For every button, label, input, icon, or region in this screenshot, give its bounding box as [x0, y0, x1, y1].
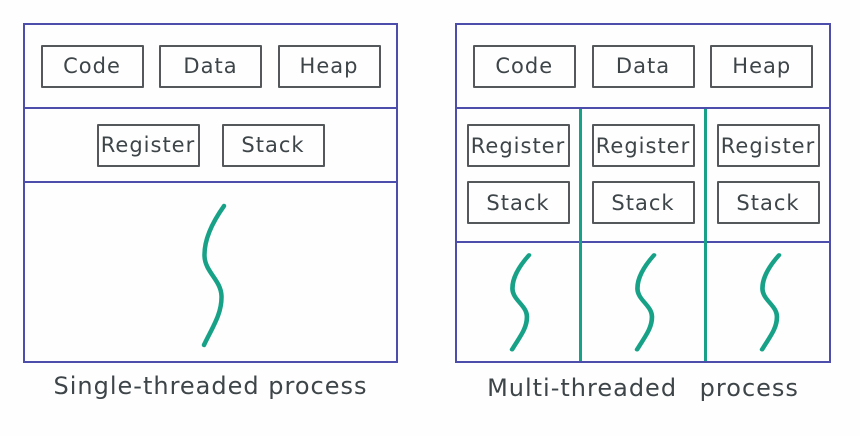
- multi-threaded-caption: Multi-threaded process: [487, 374, 799, 402]
- heap-box: Heap: [710, 44, 814, 88]
- thread-squiggle-icon: [201, 203, 226, 348]
- code-label: Code: [63, 54, 121, 78]
- thread-area: [707, 243, 829, 361]
- thread-column-2: Register Stack: [579, 109, 704, 361]
- data-label: Data: [615, 54, 671, 78]
- heap-label: Heap: [299, 54, 359, 78]
- thread-area: [582, 243, 704, 361]
- thread-area: [457, 243, 579, 361]
- thread-registers-area: Register Stack: [707, 109, 829, 243]
- single-threaded-caption: Single-threaded process: [53, 372, 368, 400]
- thread-squiggle-icon: [509, 253, 532, 352]
- register-stack-row: Register Stack: [25, 109, 396, 183]
- data-box: Data: [591, 44, 695, 88]
- register-box: Register: [96, 123, 200, 167]
- code-label: Code: [495, 54, 554, 78]
- stack-box: Stack: [466, 181, 570, 224]
- stack-box: Stack: [716, 181, 820, 224]
- thread-area: [25, 183, 396, 361]
- data-box: Data: [159, 44, 262, 88]
- register-box: Register: [591, 124, 695, 167]
- heap-label: Heap: [732, 54, 792, 78]
- data-label: Data: [183, 54, 238, 78]
- register-box: Register: [716, 124, 820, 167]
- process-memory-row: Code Data Heap: [457, 25, 829, 109]
- register-label: Register: [470, 133, 566, 158]
- stack-label: Stack: [241, 133, 305, 157]
- thread-column-3: Register Stack: [704, 109, 829, 361]
- register-box: Register: [466, 124, 570, 167]
- thread-column-1: Register Stack: [457, 109, 579, 361]
- stack-box: Stack: [221, 123, 325, 167]
- thread-registers-area: Register Stack: [457, 109, 579, 243]
- process-memory-row: Code Data Heap: [25, 25, 396, 109]
- register-label: Register: [100, 133, 196, 157]
- stack-box: Stack: [591, 181, 695, 224]
- register-label: Register: [595, 133, 691, 158]
- register-label: Register: [720, 133, 816, 158]
- code-box: Code: [40, 44, 144, 88]
- stack-label: Stack: [486, 190, 550, 215]
- threads-columns: Register Stack Register: [457, 109, 829, 361]
- stack-label: Stack: [611, 190, 675, 215]
- multi-threaded-process-panel: Code Data Heap Register Stack: [455, 23, 831, 363]
- code-box: Code: [472, 44, 576, 88]
- heap-box: Heap: [277, 44, 381, 88]
- single-threaded-process-panel: Code Data Heap Register Stack: [23, 23, 398, 363]
- stack-label: Stack: [736, 190, 800, 215]
- thread-squiggle-icon: [759, 253, 782, 352]
- thread-registers-area: Register Stack: [582, 109, 704, 243]
- thread-squiggle-icon: [634, 253, 657, 352]
